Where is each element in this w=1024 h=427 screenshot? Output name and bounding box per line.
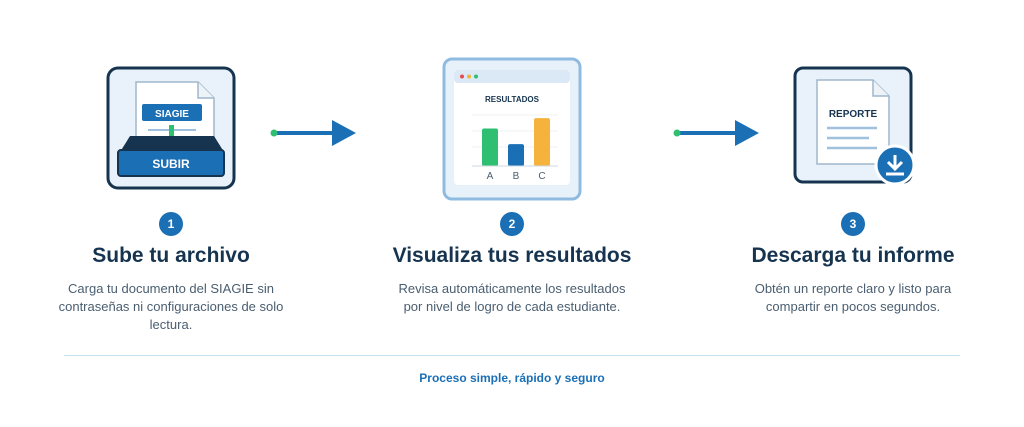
step-description: Carga tu documento del SIAGIE sin contra… bbox=[58, 281, 284, 332]
bar-label-c: C bbox=[538, 171, 545, 182]
bar-label-a: A bbox=[487, 171, 494, 182]
step-description: Revisa automáticamente los resultados po… bbox=[398, 281, 626, 314]
step-description: Obtén un reporte claro y listo para comp… bbox=[754, 281, 952, 314]
step-title: Visualiza tus resultados bbox=[392, 244, 632, 267]
window-dot-yellow bbox=[467, 74, 471, 79]
upload-tray-icon: SIAGIE SUBIR bbox=[106, 66, 236, 190]
bar-b bbox=[508, 144, 524, 166]
bar-c bbox=[534, 118, 550, 166]
arrow-right-icon bbox=[673, 120, 759, 146]
chart-title: RESULTADOS bbox=[485, 95, 540, 104]
reporte-label: REPORTE bbox=[829, 109, 878, 120]
step-number-badge: 1 bbox=[159, 212, 183, 236]
step-1: SIAGIE SUBIR 1 Sube tu archivo Carga tu … bbox=[21, 0, 321, 340]
step-title: Sube tu archivo bbox=[92, 244, 250, 267]
window-dot-red bbox=[460, 74, 464, 79]
step-number-badge: 2 bbox=[500, 212, 524, 236]
bar-a bbox=[482, 128, 498, 166]
step-3: REPORTE 3 Descarga tu informe Obtén un r… bbox=[703, 0, 1003, 340]
arrow-right-icon bbox=[270, 120, 356, 146]
step-number-badge: 3 bbox=[841, 212, 865, 236]
bar-label-b: B bbox=[513, 171, 520, 182]
results-window-icon: RESULTADOS A B C bbox=[442, 57, 582, 201]
window-dot-green bbox=[474, 74, 478, 79]
download-report-icon: REPORTE bbox=[793, 66, 916, 186]
siagie-label: SIAGIE bbox=[155, 109, 189, 120]
step-2: RESULTADOS A B C 2 Visualiza tus resultado… bbox=[362, 0, 662, 340]
footer-tagline: Proceso simple, rápido y seguro bbox=[419, 371, 605, 385]
subir-label: SUBIR bbox=[152, 157, 190, 171]
divider bbox=[64, 355, 960, 356]
step-title: Descarga tu informe bbox=[751, 244, 955, 267]
